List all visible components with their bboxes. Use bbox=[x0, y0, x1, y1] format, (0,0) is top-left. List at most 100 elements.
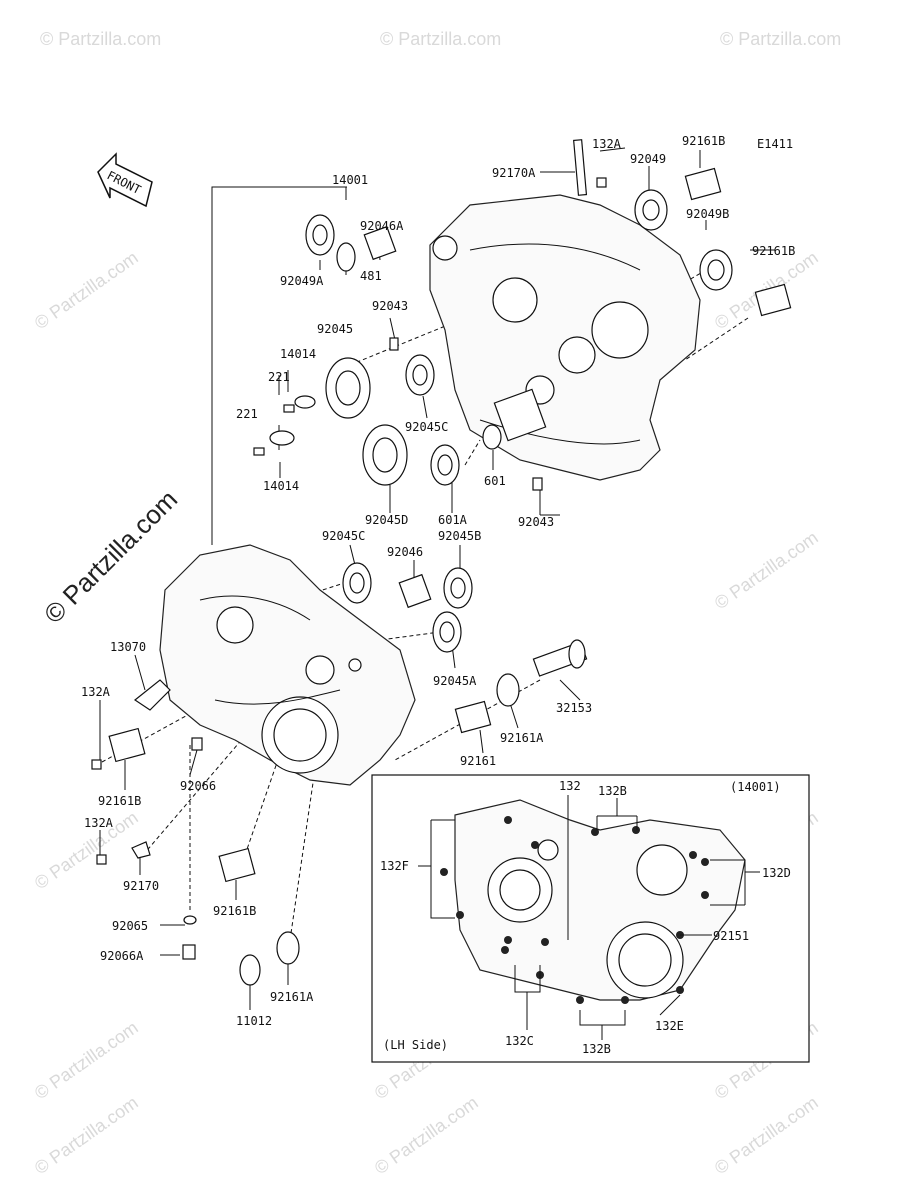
label-13070: 13070 bbox=[110, 640, 146, 654]
front-arrow-icon: FRONT bbox=[97, 152, 153, 208]
watermark: © Partzilla.com bbox=[720, 29, 841, 49]
label-14014: 14014 bbox=[280, 347, 316, 361]
needle-bearing-92046 bbox=[398, 573, 432, 609]
bearing-92049B bbox=[699, 249, 733, 291]
watermark: © Partzilla.com bbox=[711, 1092, 822, 1178]
plate-14014-b bbox=[269, 430, 295, 446]
watermark-large: © Partzilla.com bbox=[38, 484, 183, 629]
label-92161A: 92161A bbox=[270, 990, 314, 1004]
label-92049A: 92049A bbox=[280, 274, 324, 288]
label-132B: 132B bbox=[582, 1042, 611, 1056]
watermark: © Partzilla.com bbox=[31, 1092, 142, 1178]
guide-13070 bbox=[133, 679, 171, 711]
bearing-601A bbox=[430, 444, 460, 486]
inset-labels: (14001) (LH Side) 132 132B 132F 132D 921… bbox=[380, 779, 791, 1056]
leader-lines bbox=[99, 147, 775, 1010]
watermark: © Partzilla.com bbox=[711, 527, 822, 613]
seal-601 bbox=[482, 424, 502, 450]
bolt-221-a bbox=[283, 404, 295, 413]
label-32153: 32153 bbox=[556, 701, 592, 715]
inset-side-label: (LH Side) bbox=[383, 1038, 448, 1052]
label-481: 481 bbox=[360, 269, 382, 283]
bearing-92045 bbox=[325, 357, 371, 419]
washer-92065 bbox=[183, 915, 197, 925]
label-92045C: 92045C bbox=[405, 420, 448, 434]
sleeve-92161B-top bbox=[684, 167, 722, 201]
label-92161: 92161 bbox=[460, 754, 496, 768]
label-14014: 14014 bbox=[263, 479, 299, 493]
watermark: © Partzilla.com bbox=[31, 247, 142, 333]
diagram-code: E1411 bbox=[757, 137, 793, 151]
label-132: 132 bbox=[559, 779, 581, 793]
clamp-92170 bbox=[131, 841, 151, 859]
label-92065: 92065 bbox=[112, 919, 148, 933]
label-92045: 92045 bbox=[317, 322, 353, 336]
bearing-92045C-top bbox=[405, 354, 435, 396]
plug-92066A bbox=[182, 944, 196, 960]
label-132A: 132A bbox=[592, 137, 622, 151]
sleeve-92161B-l bbox=[108, 727, 146, 763]
label-92046: 92046 bbox=[387, 545, 423, 559]
label-601A: 601A bbox=[438, 513, 468, 527]
bearing-92049A bbox=[305, 214, 335, 256]
label-132D: 132D bbox=[762, 866, 791, 880]
shaft-32153 bbox=[532, 639, 588, 677]
bearing-92161A-a bbox=[496, 673, 520, 707]
bearing-92045A bbox=[432, 611, 462, 653]
label-92049B: 92049B bbox=[686, 207, 729, 221]
label-92066: 92066 bbox=[180, 779, 216, 793]
label-92043: 92043 bbox=[518, 515, 554, 529]
label-92161B: 92161B bbox=[98, 794, 141, 808]
label-92043: 92043 bbox=[372, 299, 408, 313]
label-92161B: 92161B bbox=[752, 244, 795, 258]
bearing-92049 bbox=[634, 189, 668, 231]
label-132A: 132A bbox=[84, 816, 114, 830]
label-92045A: 92045A bbox=[433, 674, 477, 688]
inset-lh-side-view bbox=[371, 774, 810, 1063]
crankcase-right-half bbox=[429, 194, 701, 481]
cap-11012 bbox=[239, 954, 261, 986]
label-11012: 11012 bbox=[236, 1014, 272, 1028]
bolt-132A-top bbox=[596, 177, 607, 188]
label-92045B: 92045B bbox=[438, 529, 481, 543]
label-92045D: 92045D bbox=[365, 513, 408, 527]
watermark: © Partzilla.com bbox=[31, 1017, 142, 1103]
label-132F: 132F bbox=[380, 859, 409, 873]
label-92161A: 92161A bbox=[500, 731, 544, 745]
label-14001: 14001 bbox=[332, 173, 368, 187]
pin-92043-top bbox=[389, 337, 399, 351]
bolt-132A-b bbox=[96, 854, 107, 865]
label-92161B: 92161B bbox=[682, 134, 725, 148]
pin-92043-b bbox=[532, 477, 543, 491]
label-132A: 132A bbox=[81, 685, 111, 699]
bearing-92161A-b bbox=[276, 931, 300, 965]
crankcase-left-half bbox=[159, 544, 416, 786]
label-132B: 132B bbox=[598, 784, 627, 798]
bolt-holes bbox=[440, 816, 709, 1004]
watermark: © Partzilla.com bbox=[371, 1092, 482, 1178]
label-92045C: 92045C bbox=[322, 529, 365, 543]
circlip-481 bbox=[336, 242, 356, 272]
bearing-92045B bbox=[443, 567, 473, 609]
part-labels: 14001 132A 92170A 92049 92161B 92049B 92… bbox=[81, 134, 795, 1028]
watermark: © Partzilla.com bbox=[40, 29, 161, 49]
label-132C: 132C bbox=[505, 1034, 534, 1048]
stopper-92170A bbox=[573, 139, 588, 196]
label-221: 221 bbox=[236, 407, 258, 421]
label-221: 221 bbox=[268, 370, 290, 384]
label-132E: 132E bbox=[655, 1019, 684, 1033]
sleeve-92161 bbox=[454, 700, 492, 734]
sleeve-92161B-right bbox=[754, 283, 792, 317]
sleeve-92161B-b bbox=[218, 847, 256, 883]
inset-leader-lines bbox=[418, 795, 760, 1040]
plug-92066 bbox=[191, 737, 203, 751]
watermark: © Partzilla.com bbox=[380, 29, 501, 49]
bolt-221-b bbox=[253, 447, 265, 456]
label-92066A: 92066A bbox=[100, 949, 144, 963]
bearing-92045D bbox=[362, 424, 408, 486]
label-601: 601 bbox=[484, 474, 506, 488]
bearing-92045C-b bbox=[342, 562, 372, 604]
label-92151: 92151 bbox=[713, 929, 749, 943]
